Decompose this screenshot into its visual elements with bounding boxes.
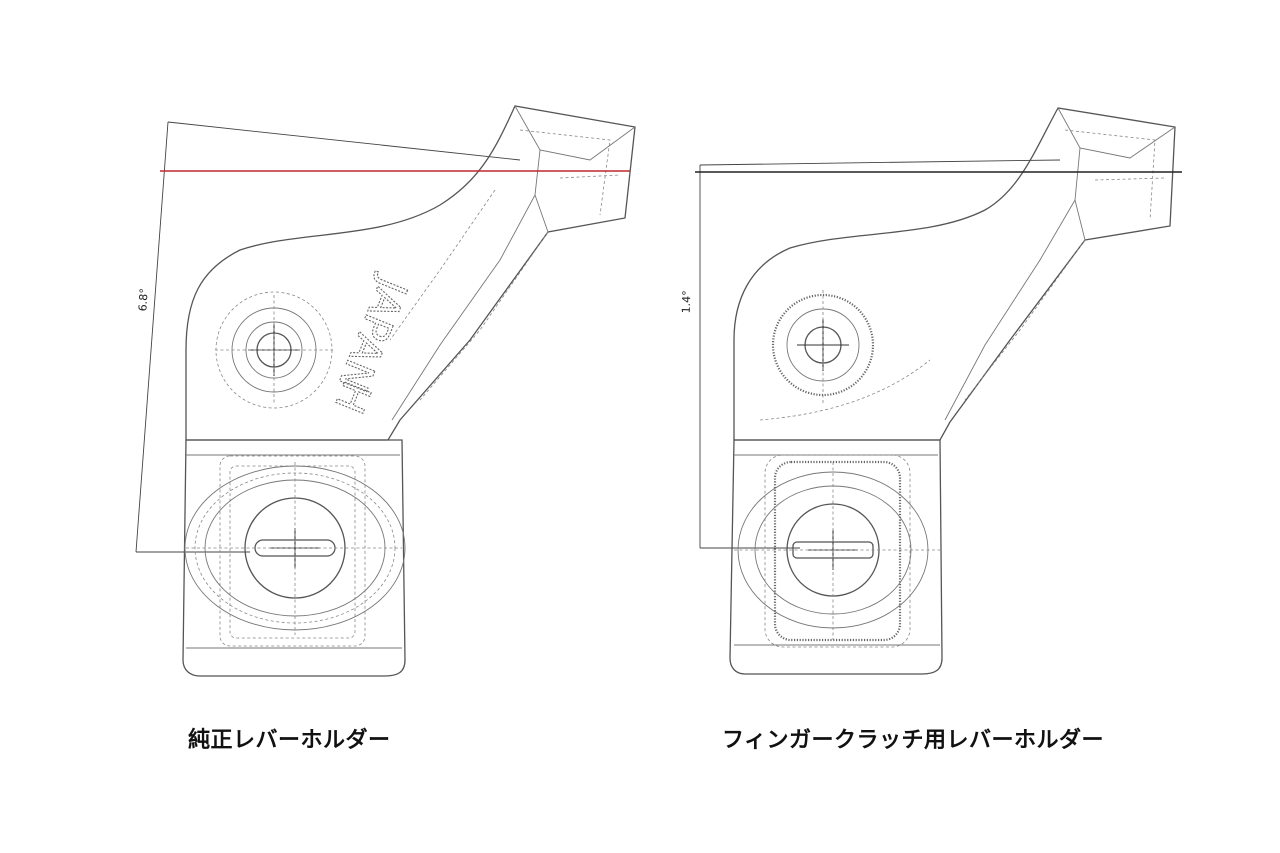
caption-stock-lever-holder: 純正レバーホルダー (188, 727, 391, 753)
clamp-knurl-pocket (773, 460, 902, 642)
angle-extension-line (167, 121, 521, 161)
caption-finger-clutch-lever-holder: フィンガークラッチ用レバーホルダー (722, 727, 1105, 753)
arm-inner-edge (944, 199, 1076, 421)
tip-face (514, 105, 636, 161)
angle-extension-line (699, 159, 1061, 166)
finger-clutch-lever-holder-drawing: 1.4° (680, 107, 1176, 675)
arm-outline (185, 105, 636, 441)
clamp-hidden-pocket (764, 454, 911, 648)
stock-lever-holder-drawing: 6.8° JAPAN H (135, 105, 636, 677)
tip-edge (1074, 147, 1086, 241)
arm-hidden-edge (964, 239, 1086, 401)
tip-hidden-lines (1064, 129, 1166, 221)
angle-label: 1.4° (680, 290, 694, 313)
arm-hidden-edge-2 (389, 189, 496, 341)
clamp-body (729, 439, 943, 675)
tip-hidden-lines (519, 129, 621, 216)
arm-inner-edge (391, 194, 536, 421)
angle-label: 6.8° (136, 288, 151, 312)
arm-hidden-edge (419, 231, 549, 401)
arm-hidden-edge-2 (759, 359, 931, 421)
tip-edge (534, 149, 549, 233)
tip-face (1057, 107, 1176, 159)
clamp-hidden-pocket (219, 455, 366, 647)
clamp-body (182, 439, 406, 677)
angle-dimension-line (135, 121, 169, 553)
